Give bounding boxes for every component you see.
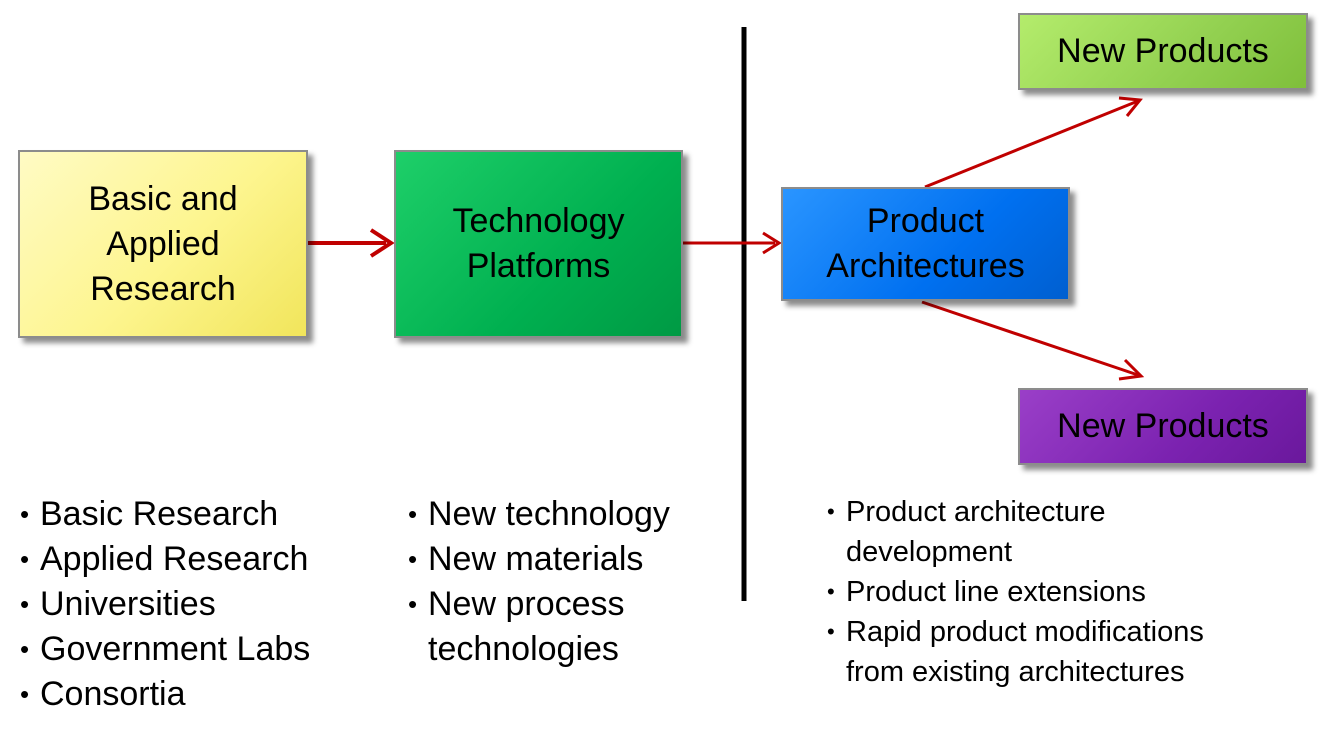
list-item: Consortia [20, 672, 380, 717]
list-item: Basic Research [20, 492, 380, 537]
list-item: New process technologies [408, 582, 658, 672]
list-item: Product line extensions [827, 572, 1297, 612]
arrowhead-platforms-to-architectures [762, 231, 782, 255]
new-products-bottom-label: New Products [1057, 407, 1269, 445]
list-item: New materials [408, 537, 718, 582]
architectures-bullet-list: Product architecture development Product… [827, 492, 1297, 692]
arrowhead-research-to-platforms [369, 228, 395, 258]
arrowhead-architectures-to-products-top [1118, 96, 1143, 117]
list-item: Applied Research [20, 537, 380, 582]
basic-applied-research-box: Basic and Applied Research [18, 150, 308, 338]
platforms-bullet-list: New technology New materials New process… [408, 492, 718, 672]
product-architectures-label: Product Architectures [826, 202, 1025, 285]
new-products-top-box: New Products [1018, 13, 1308, 90]
new-products-bottom-box: New Products [1018, 388, 1308, 465]
list-item: Product architecture development [827, 492, 1146, 572]
research-bullet-list: Basic Research Applied Research Universi… [20, 492, 380, 717]
arrowhead-architectures-to-products-bottom [1118, 358, 1145, 381]
new-products-top-label: New Products [1057, 32, 1269, 70]
list-item: Universities [20, 582, 380, 627]
technology-platforms-label: Technology Platforms [452, 202, 625, 285]
basic-applied-research-label: Basic and Applied Research [88, 179, 238, 308]
list-item: Government Labs [20, 627, 380, 672]
arrow-architectures-to-products-bottom [921, 300, 1139, 377]
arrow-architectures-to-products-top [924, 99, 1139, 189]
list-item: Rapid product modifications from existin… [827, 612, 1266, 692]
product-architectures-box: Product Architectures [781, 187, 1070, 301]
technology-platforms-box: Technology Platforms [394, 150, 683, 338]
list-item: New technology [408, 492, 718, 537]
